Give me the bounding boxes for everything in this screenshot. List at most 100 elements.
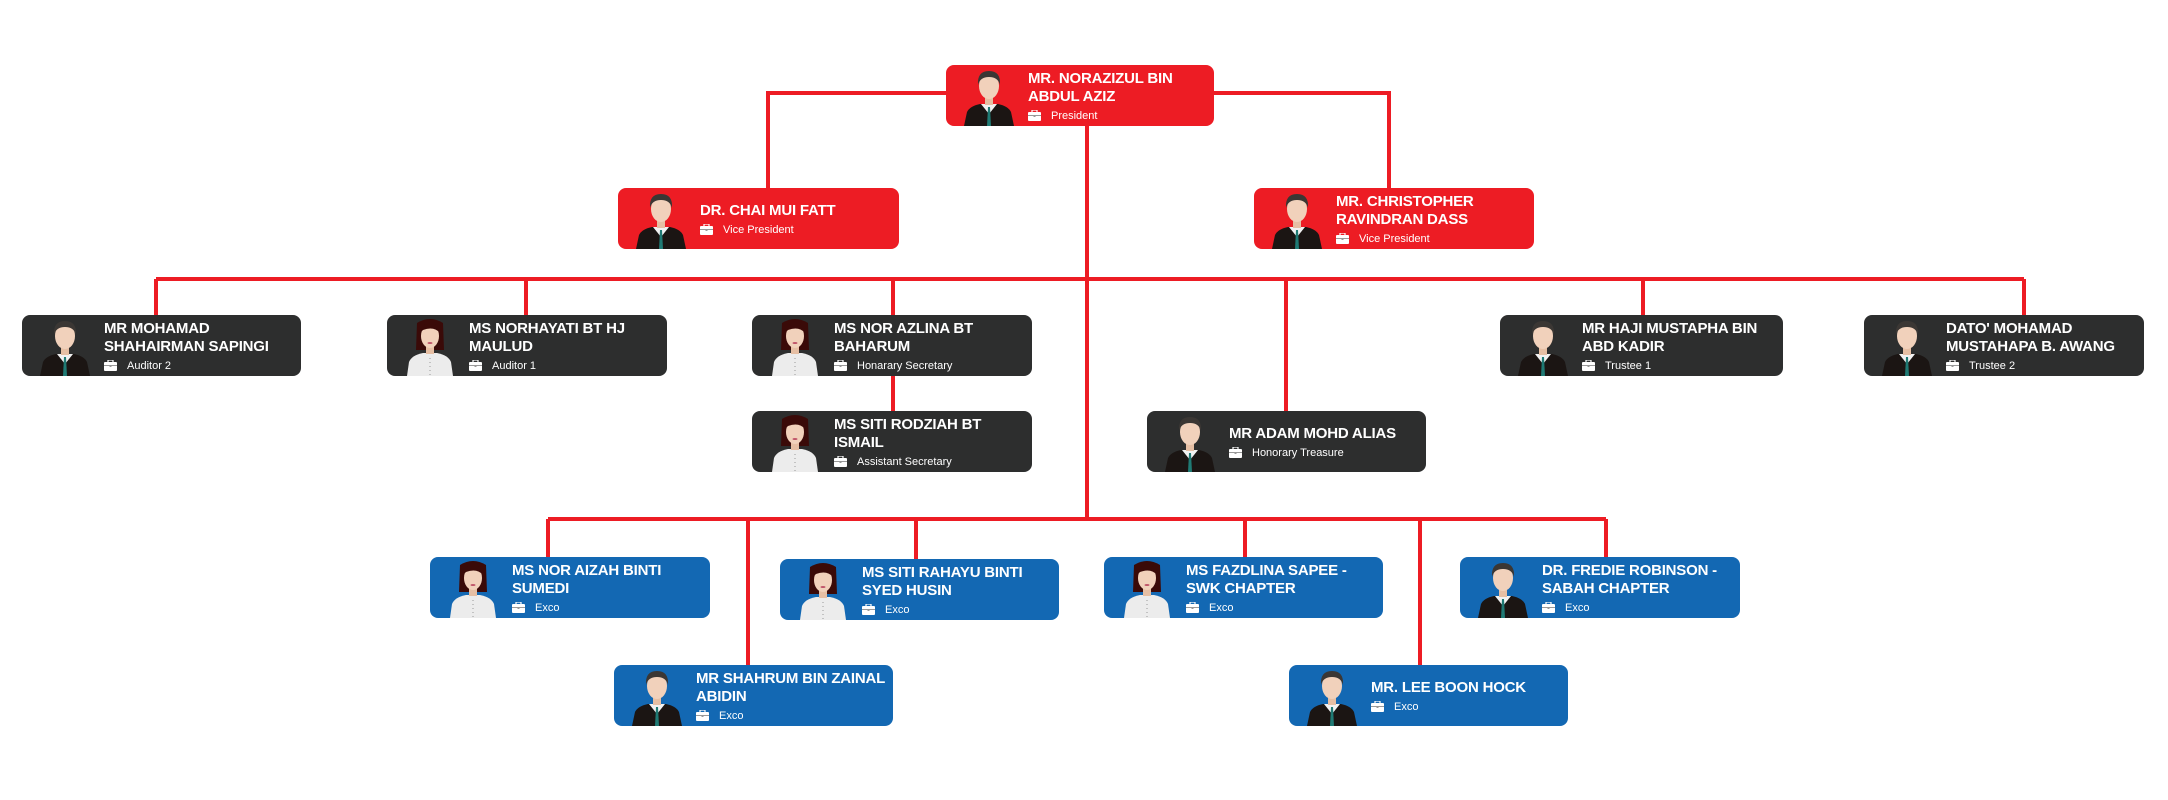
node-exco1[interactable]: MS NOR AIZAH BINTI SUMEDI Exco [430, 557, 710, 618]
member-role: Exco [1371, 700, 1562, 713]
role-label: Exco [719, 709, 744, 722]
node-text: DATO' MOHAMAD MUSTAHAPA B. AWANG Trustee… [1946, 315, 2138, 376]
female-avatar-icon [444, 560, 502, 618]
node-trustee1[interactable]: MR HAJI MUSTAPHA BIN ABD KADIR Trustee 1 [1500, 315, 1783, 376]
node-exco4[interactable]: DR. FREDIE ROBINSON - SABAH CHAPTER Exco [1460, 557, 1740, 618]
member-role: Exco [512, 601, 704, 614]
briefcase-icon [469, 359, 482, 371]
male-avatar-icon [1878, 318, 1936, 376]
node-exco6[interactable]: MR. LEE BOON HOCK Exco [1289, 665, 1568, 726]
member-name: MR MOHAMAD SHAHAIRMAN SAPINGI [104, 319, 269, 355]
briefcase-icon [104, 359, 117, 371]
member-role: Honarary Secretary [834, 359, 1026, 372]
member-name: MR HAJI MUSTAPHA BIN ABD KADIR [1582, 319, 1758, 355]
member-role: Auditor 1 [469, 359, 661, 372]
briefcase-icon [1229, 446, 1242, 458]
member-name: MS NORHAYATI BT HJ MAULUD [469, 319, 625, 355]
female-avatar-icon [1118, 560, 1176, 618]
node-text: MR SHAHRUM BIN ZAINAL ABIDIN Exco [696, 665, 887, 726]
node-hon-sec[interactable]: MS NOR AZLINA BT BAHARUM Honarary Secret… [752, 315, 1032, 376]
briefcase-icon [1542, 601, 1555, 613]
female-avatar-icon [766, 414, 824, 472]
node-exco2[interactable]: MS SITI RAHAYU BINTI SYED HUSIN Exco [780, 559, 1059, 620]
role-label: Exco [1394, 700, 1419, 713]
role-label: Trustee 1 [1605, 359, 1652, 372]
node-text: MR MOHAMAD SHAHAIRMAN SAPINGI Auditor 2 [104, 315, 295, 376]
female-avatar-icon [794, 562, 852, 620]
member-role: Exco [1542, 601, 1734, 614]
role-label: Vice President [723, 223, 794, 236]
member-role: Exco [696, 709, 887, 722]
member-name: MR SHAHRUM BIN ZAINAL ABIDIN [696, 669, 885, 705]
briefcase-icon [834, 455, 847, 467]
node-exco5[interactable]: MR SHAHRUM BIN ZAINAL ABIDIN Exco [614, 665, 893, 726]
role-label: Auditor 2 [127, 359, 172, 372]
node-text: MS SITI RODZIAH BT ISMAIL Assistant Secr… [834, 411, 1026, 472]
node-vp1[interactable]: DR. CHAI MUI FATT Vice President [618, 188, 899, 249]
member-name: MS SITI RODZIAH BT ISMAIL [834, 415, 982, 451]
member-role: Vice President [700, 223, 893, 236]
briefcase-icon [512, 601, 525, 613]
member-role: Auditor 2 [104, 359, 295, 372]
member-name: MS SITI RAHAYU BINTI SYED HUSIN [862, 563, 1023, 599]
male-avatar-icon [1303, 668, 1361, 726]
male-avatar-icon [1161, 414, 1219, 472]
male-avatar-icon [632, 191, 690, 249]
member-role: Exco [862, 603, 1053, 616]
node-auditor2[interactable]: MR MOHAMAD SHAHAIRMAN SAPINGI Auditor 2 [22, 315, 301, 376]
node-text: MR. CHRISTOPHER RAVINDRAN DASS Vice Pres… [1336, 188, 1528, 249]
member-name: DR. FREDIE ROBINSON - SABAH CHAPTER [1542, 561, 1717, 597]
node-text: MR ADAM MOHD ALIAS Honorary Treasure [1229, 411, 1420, 472]
node-treasurer[interactable]: MR ADAM MOHD ALIAS Honorary Treasure [1147, 411, 1426, 472]
member-name: DR. CHAI MUI FATT [700, 201, 836, 219]
node-text: MS NOR AIZAH BINTI SUMEDI Exco [512, 557, 704, 618]
node-text: DR. CHAI MUI FATT Vice President [700, 188, 893, 249]
role-label: Auditor 1 [492, 359, 537, 372]
briefcase-icon [1946, 359, 1959, 371]
node-text: MR HAJI MUSTAPHA BIN ABD KADIR Trustee 1 [1582, 315, 1777, 376]
female-avatar-icon [766, 318, 824, 376]
briefcase-icon [862, 603, 875, 615]
role-label: Honarary Secretary [857, 359, 953, 372]
member-role: Exco [1186, 601, 1377, 614]
role-label: Exco [1209, 601, 1234, 614]
briefcase-icon [696, 709, 709, 721]
member-role: Vice President [1336, 232, 1528, 245]
member-name: MR. CHRISTOPHER RAVINDRAN DASS [1336, 192, 1474, 228]
node-text: MR. NORAZIZUL BIN ABDUL AZIZ President [1028, 65, 1208, 126]
member-role: Honorary Treasure [1229, 446, 1420, 459]
role-label: Assistant Secretary [857, 455, 952, 468]
node-vp2[interactable]: MR. CHRISTOPHER RAVINDRAN DASS Vice Pres… [1254, 188, 1534, 249]
role-label: President [1051, 109, 1098, 122]
node-auditor1[interactable]: MS NORHAYATI BT HJ MAULUD Auditor 1 [387, 315, 667, 376]
briefcase-icon [700, 223, 713, 235]
node-president[interactable]: MR. NORAZIZUL BIN ABDUL AZIZ President [946, 65, 1214, 126]
role-label: Exco [885, 603, 910, 616]
male-avatar-icon [960, 68, 1018, 126]
male-avatar-icon [36, 318, 94, 376]
briefcase-icon [1186, 601, 1199, 613]
member-role: Trustee 1 [1582, 359, 1777, 372]
briefcase-icon [1336, 232, 1349, 244]
node-asst-sec[interactable]: MS SITI RODZIAH BT ISMAIL Assistant Secr… [752, 411, 1032, 472]
member-name: MR. LEE BOON HOCK [1371, 678, 1526, 696]
member-name: MR ADAM MOHD ALIAS [1229, 424, 1396, 442]
role-label: Vice President [1359, 232, 1430, 245]
node-trustee2[interactable]: DATO' MOHAMAD MUSTAHAPA B. AWANG Trustee… [1864, 315, 2144, 376]
role-label: Trustee 2 [1969, 359, 2016, 372]
role-label: Exco [535, 601, 560, 614]
node-text: DR. FREDIE ROBINSON - SABAH CHAPTER Exco [1542, 557, 1734, 618]
node-text: MS SITI RAHAYU BINTI SYED HUSIN Exco [862, 559, 1053, 620]
briefcase-icon [1582, 359, 1595, 371]
node-exco3[interactable]: MS FAZDLINA SAPEE - SWK CHAPTER Exco [1104, 557, 1383, 618]
male-avatar-icon [1268, 191, 1326, 249]
briefcase-icon [1028, 109, 1041, 121]
female-avatar-icon [401, 318, 459, 376]
node-text: MS NOR AZLINA BT BAHARUM Honarary Secret… [834, 315, 1026, 376]
briefcase-icon [1371, 700, 1384, 712]
member-role: Assistant Secretary [834, 455, 1026, 468]
male-avatar-icon [1474, 560, 1532, 618]
connector-president-vp2 [1214, 91, 1391, 188]
node-text: MR. LEE BOON HOCK Exco [1371, 665, 1562, 726]
